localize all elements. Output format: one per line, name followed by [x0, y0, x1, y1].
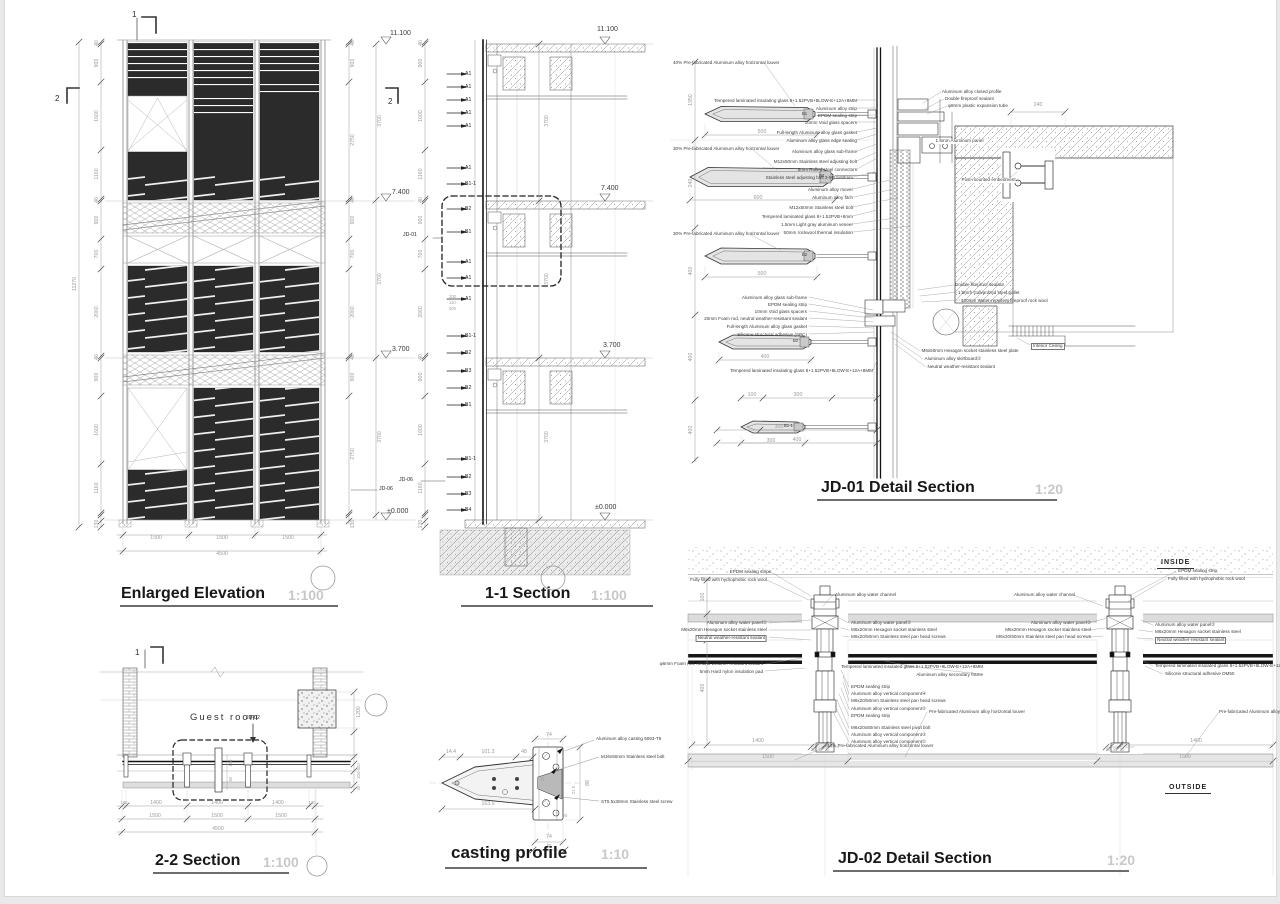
section-2-2-drawing	[99, 646, 388, 877]
jd02-title: JD-02 Detail Section	[838, 850, 992, 867]
outside-label: OUTSIDE	[1165, 784, 1212, 794]
section-1-1-title: 1-1 Section	[485, 585, 571, 602]
jd01-scale: 1:20	[1035, 481, 1064, 497]
jd02-detail-drawing	[684, 546, 1277, 877]
casting-profile-drawing	[429, 732, 600, 854]
elevation-title: Enlarged Elevation	[121, 585, 266, 602]
inside-label: INSIDE	[1157, 559, 1195, 569]
section-1-1-drawing	[420, 36, 654, 591]
sheet-linework	[66, 16, 1277, 877]
section-2-2-title: 2-2 Section	[155, 852, 241, 869]
enlarged-elevation-drawing	[66, 16, 416, 591]
jd01-detail-drawing	[669, 45, 1174, 479]
elevation-scale: 1:100	[288, 587, 324, 603]
title-underlines	[120, 499, 1129, 874]
section-1-1-scale: 1:100	[591, 587, 627, 603]
jd02-scale: 1:20	[1107, 852, 1136, 868]
casting-scale: 1:10	[601, 846, 630, 862]
casting-title: casting profile	[451, 843, 568, 862]
section-2-2-scale: 1:100	[263, 854, 299, 870]
jd01-title: JD-01 Detail Section	[821, 479, 975, 496]
